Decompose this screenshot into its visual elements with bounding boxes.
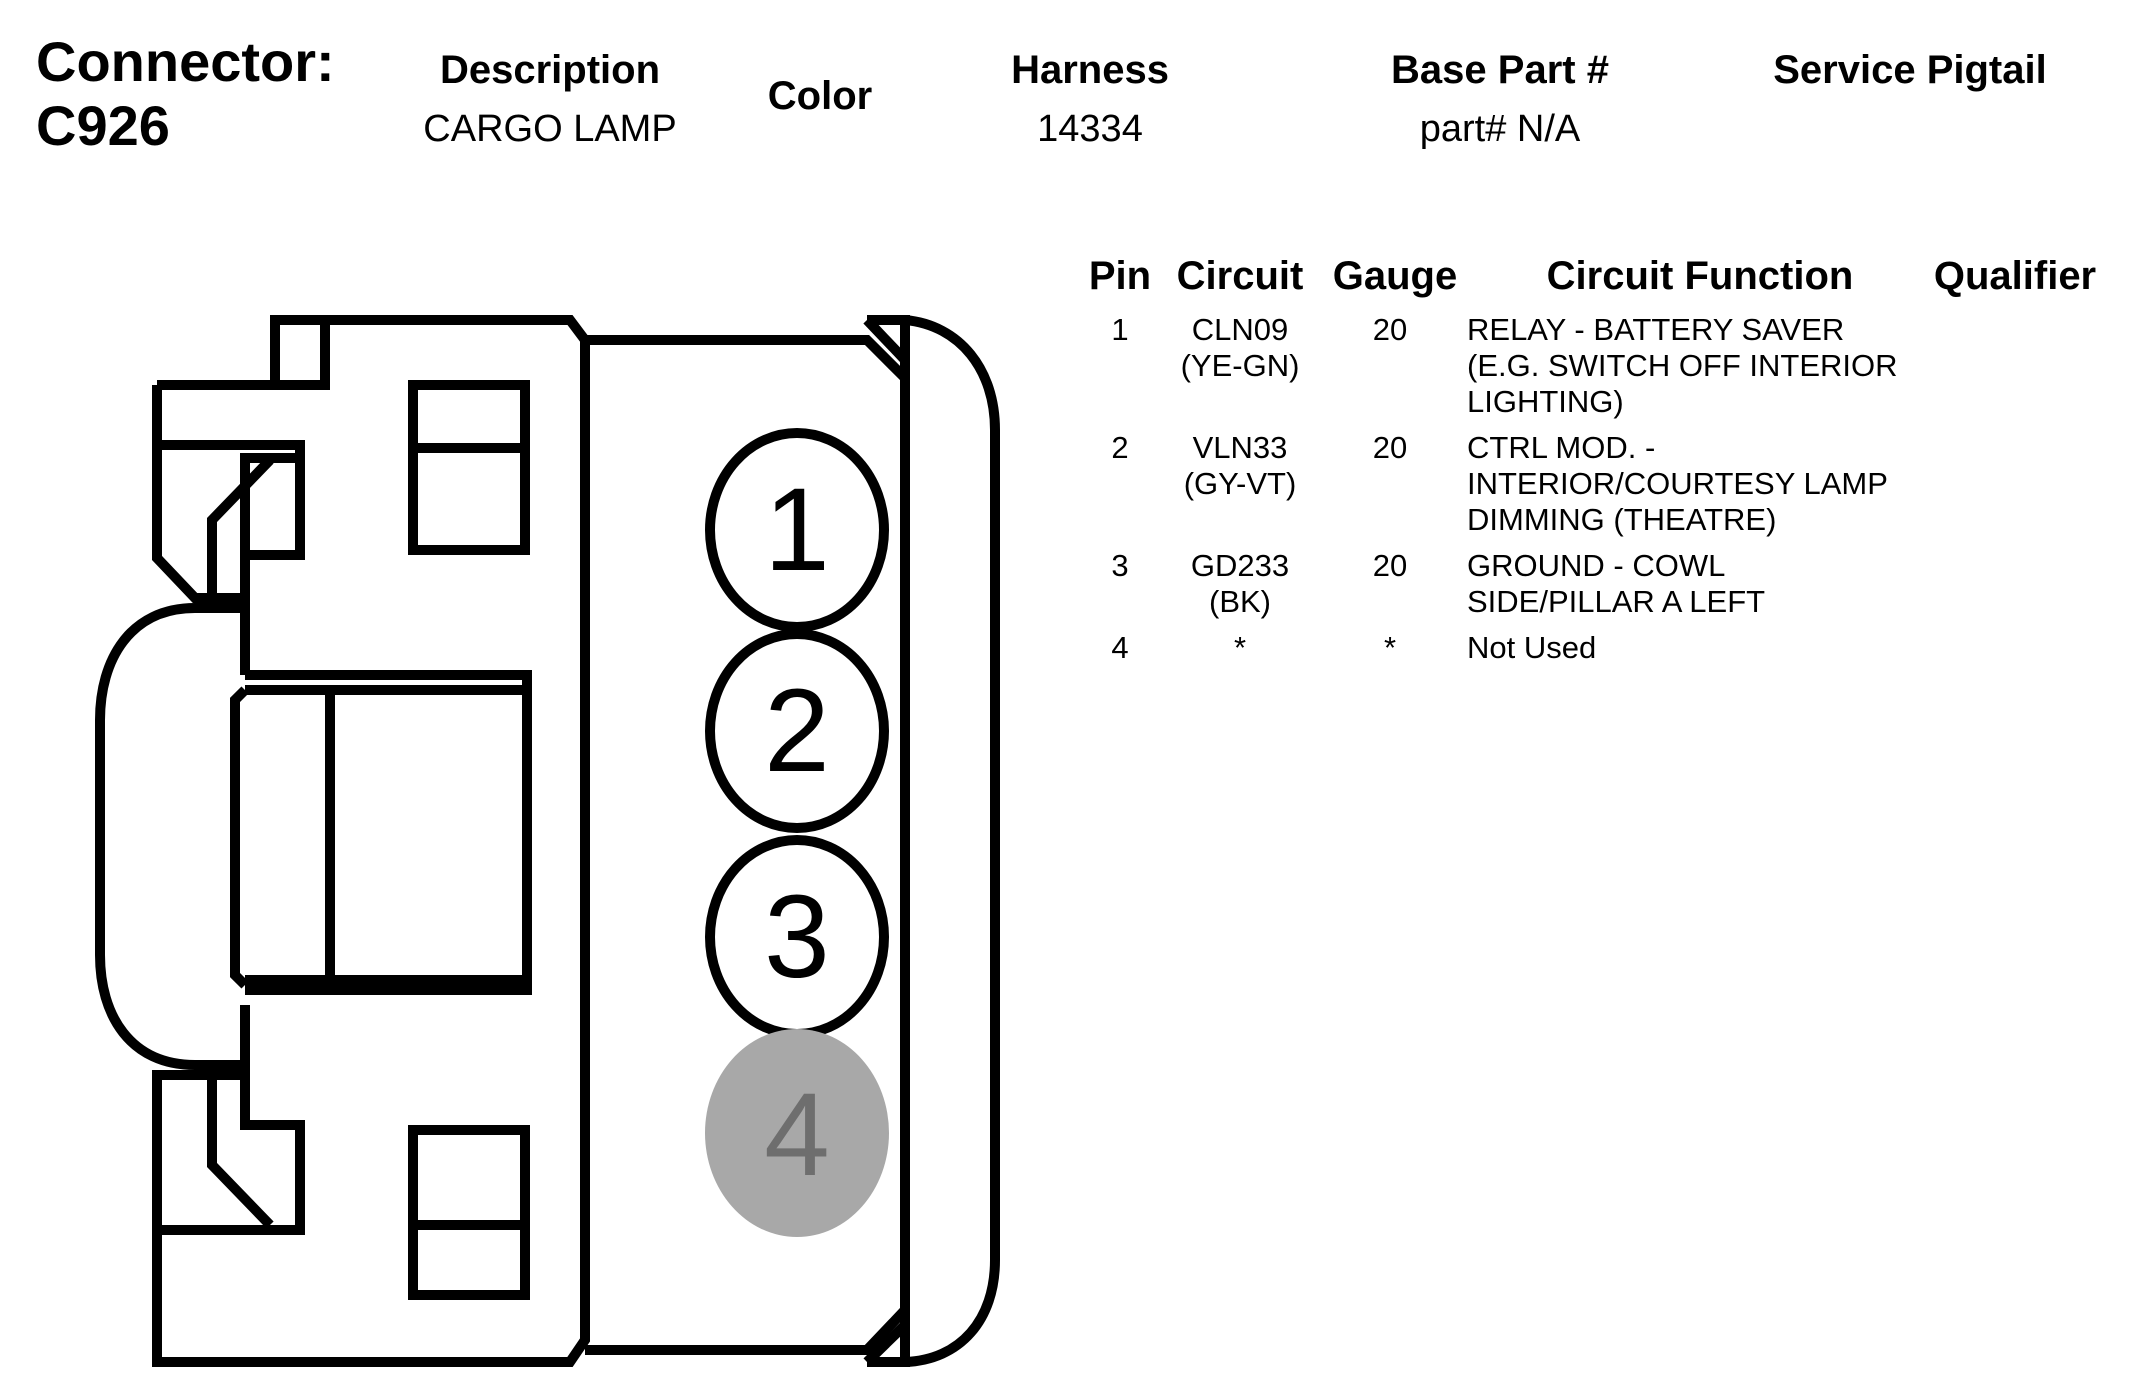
pin-face-top-chamfer [863, 316, 909, 364]
table-row-4-circuit: * [1233, 630, 1247, 665]
col-header-pin: Pin [1088, 254, 1152, 298]
harness-value: 14334 [1037, 108, 1143, 150]
housing-upper-block [157, 440, 305, 605]
pin-3-label: 3 [764, 871, 830, 1003]
housing-left-edge [152, 385, 305, 603]
lower-window [408, 1125, 530, 1300]
table-row-1-function: RELAY - BATTERY SAVER (E.G. SWITCH OFF I… [1467, 312, 1898, 419]
pin-4-label: 4 [764, 1069, 830, 1201]
pin-1-circle [705, 428, 889, 632]
connector-id: C926 [36, 94, 170, 157]
table-row-3-pin: 3 [1111, 548, 1129, 583]
table-row-4-function: Not Used [1467, 630, 1597, 665]
left-bump [95, 603, 196, 1070]
table-row-2-pin: 2 [1111, 430, 1129, 465]
pin-1: 1 [705, 428, 889, 632]
table-row-1-pin: 1 [1111, 312, 1129, 347]
table-row-2-gauge: 20 [1372, 430, 1408, 465]
table-row-4-pin: 4 [1111, 630, 1129, 665]
table-row-2-function: CTRL MOD. - INTERIOR/COURTESY LAMP DIMMI… [1467, 430, 1888, 537]
pin-4: 4 [705, 1029, 889, 1237]
pin-2-circle [705, 629, 889, 833]
col-header-circuit: Circuit [1176, 254, 1304, 298]
pin-3: 3 [705, 835, 889, 1039]
col-header-circuit-function: Circuit Function [1546, 254, 1854, 298]
pin-face-rear [867, 315, 910, 1367]
table-row-2-circuit: VLN33 (GY-VT) [1183, 430, 1297, 501]
service-pigtail-label: Service Pigtail [1773, 48, 2047, 92]
center-window [230, 670, 532, 995]
pin-table: Pin Circuit Gauge Circuit Function Quali… [1088, 254, 2097, 665]
left-bump-connector [195, 603, 245, 1070]
table-row-1-gauge: 20 [1372, 312, 1408, 347]
latch-upper-diagonal [207, 456, 274, 605]
harness-label: Harness [1011, 48, 1169, 92]
connector-label: Connector: [36, 30, 335, 93]
housing-top-tab [152, 315, 590, 1367]
color-label: Color [767, 74, 873, 118]
table-row-3-function: GROUND - COWL SIDE/PILLAR A LEFT [1467, 548, 1766, 619]
upper-window [408, 380, 530, 555]
latch-lower-diagonal [207, 1080, 274, 1229]
pin-4-circle-unused [705, 1029, 889, 1237]
base-part-label: Base Part # [1391, 48, 1609, 92]
col-header-gauge: Gauge [1332, 254, 1458, 298]
pin-1-label: 1 [764, 464, 830, 596]
table-row-4-gauge: * [1383, 630, 1397, 665]
pin-face-bottom-chamfer [863, 1321, 909, 1366]
col-header-qualifier: Qualifier [1933, 254, 2097, 298]
pin-face-rounded-end [904, 315, 1000, 1367]
pin-2: 2 [705, 629, 889, 833]
connector-face-diagram: 1 2 3 4 [95, 315, 1000, 1367]
housing-top-step [157, 325, 330, 390]
description-label: Description [439, 48, 661, 92]
description-value: CARGO LAMP [423, 108, 677, 150]
table-row-3-gauge: 20 [1372, 548, 1408, 583]
table-row-1-circuit: CLN09 (YE-GN) [1180, 312, 1300, 383]
base-part-value: part# N/A [1419, 108, 1581, 150]
pin-2-label: 2 [764, 665, 830, 797]
table-row-3-circuit: GD233 (BK) [1190, 548, 1290, 619]
